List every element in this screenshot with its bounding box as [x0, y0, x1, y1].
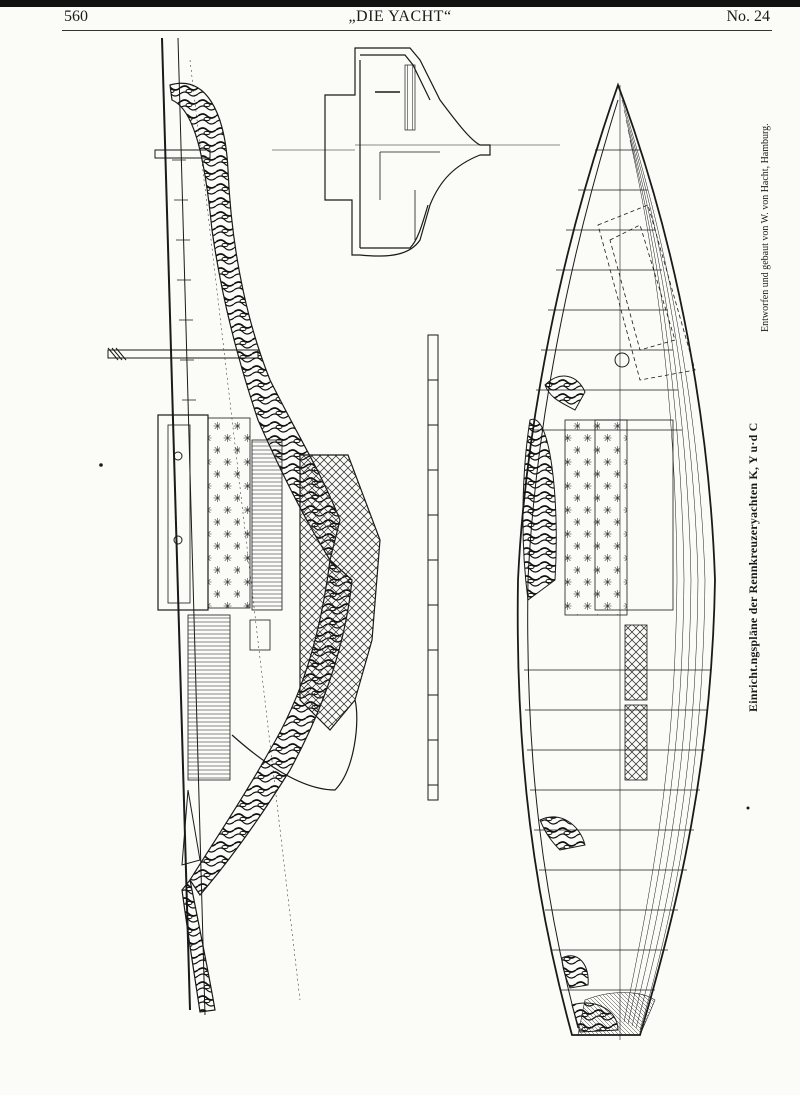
plan-locker [624, 624, 648, 701]
longitudinal-section-drawing [107, 37, 381, 1016]
plan-knee [544, 375, 586, 411]
hatch [614, 352, 630, 368]
bowsprit-fitting [154, 149, 211, 159]
frames [524, 149, 710, 991]
section-bunk [404, 64, 416, 131]
plan-knee [561, 955, 589, 989]
midship-cross-section [272, 47, 560, 257]
journal-title: „DIE YACHT“ [348, 8, 452, 25]
rudder [231, 699, 358, 791]
plan-knee [539, 816, 586, 851]
forecabin-dashed [597, 204, 696, 381]
ballast-keel [299, 454, 381, 731]
cabin-window [167, 424, 191, 604]
ink-dot [99, 463, 103, 467]
planking-strakes [621, 99, 706, 1031]
cockpit-floor [187, 614, 231, 781]
cabin-trunk [157, 414, 209, 611]
plan-knee [522, 418, 557, 601]
portlight [173, 451, 183, 461]
ink-dot [746, 806, 750, 810]
saloon-settee [207, 417, 251, 609]
plan-locker [624, 704, 648, 781]
section-outline [324, 47, 491, 257]
figure-credit: Entworfen und gebaut von W. von Hacht, H… [760, 123, 771, 332]
portlight [173, 535, 183, 545]
sternpost-timber [181, 878, 216, 1013]
mast-head [107, 347, 127, 361]
scan-top-edge [0, 0, 800, 7]
berth-slats [251, 439, 283, 611]
companion-step [249, 619, 271, 651]
mast [107, 349, 259, 359]
section-inner [359, 54, 431, 249]
deck-line [161, 37, 191, 1011]
header-rule [62, 30, 772, 31]
hull-outer-line [177, 37, 206, 1016]
accommodation-plan [516, 82, 716, 1040]
deck-beams [172, 159, 196, 401]
section-floor [379, 151, 440, 240]
forecabin-dashed [609, 224, 676, 351]
tiller [181, 789, 201, 866]
figure-caption: Einricht.ngspläne der Rennkreuzeryachten… [746, 422, 760, 712]
plan-saloon-table [594, 419, 674, 611]
issue-number: No. 24 [726, 8, 770, 25]
scale-bar [427, 334, 439, 801]
page-number: 560 [64, 8, 88, 25]
plan-stern-deck [577, 992, 656, 1036]
page-header: 560 „DIE YACHT“ No. 24 [0, 7, 800, 31]
plan-saloon-settee [564, 419, 628, 616]
